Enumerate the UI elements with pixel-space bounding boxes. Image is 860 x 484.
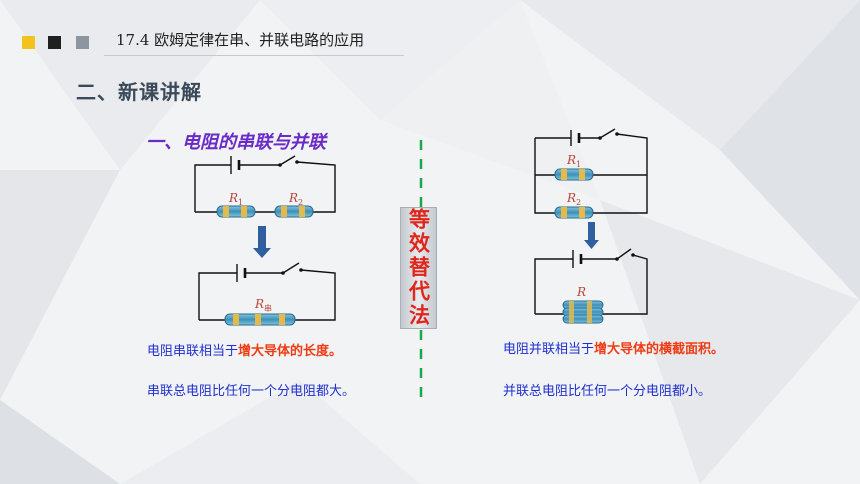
parallel-r1-label: R1 [566, 153, 581, 169]
series-total-label: R串 [254, 297, 272, 313]
dashed-divider [419, 140, 423, 400]
series-conclusion-1: 电阻串联相当于增大导体的长度。 [147, 344, 343, 359]
header-divider [104, 55, 404, 56]
series-circuit-diagram: R1 R2 R串 [194, 155, 336, 326]
subsection-title: 一、电阻的串联与并联 [146, 132, 326, 153]
series-r1-label: R1 [228, 191, 243, 207]
down-arrow-icon [258, 226, 266, 248]
header-title: 17.4 欧姆定律在串、并联电路的应用 [116, 31, 365, 49]
header-square-yellow [22, 36, 35, 49]
header-square-gray [76, 36, 89, 49]
parallel-conclusion-2: 并联总电阻比任何一个分电阻都小。 [503, 384, 712, 399]
equivalent-substitution-label: 等效替代法 [400, 207, 437, 329]
section-title: 二、新课讲解 [76, 80, 202, 104]
header-square-black [48, 36, 61, 49]
parallel-circuit-diagram: R1 R2 R [534, 128, 648, 324]
parallel-r2-label: R2 [566, 191, 581, 207]
parallel-conclusion-1: 电阻并联相当于增大导体的横截面积。 [503, 342, 725, 357]
parallel-total-label: R [576, 285, 586, 299]
down-arrow-icon [588, 222, 595, 240]
series-conclusion-2: 串联总电阻比任何一个分电阻都大。 [147, 384, 356, 399]
series-r2-label: R2 [288, 191, 303, 207]
